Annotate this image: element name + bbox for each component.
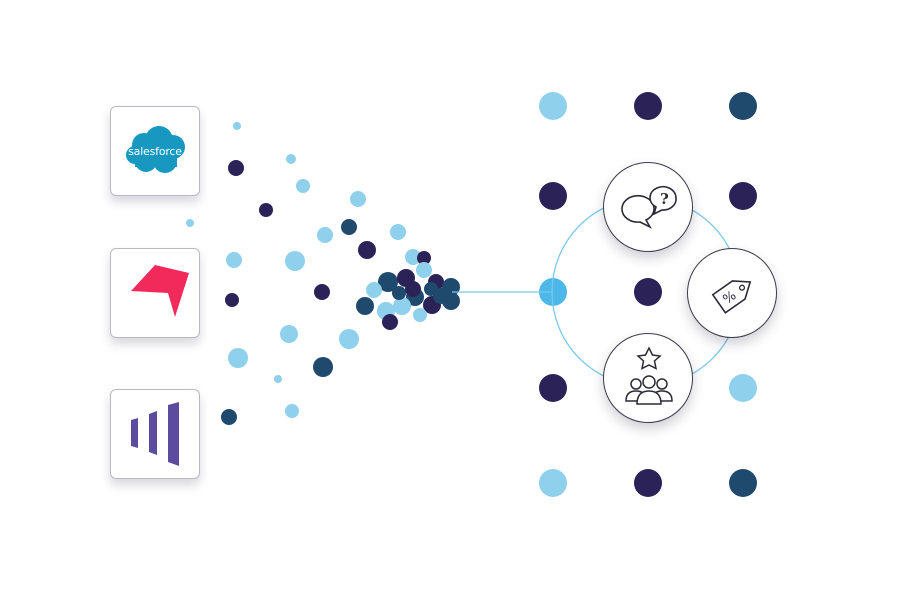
particle-dot xyxy=(729,92,757,120)
particle-dot xyxy=(358,241,376,259)
particle-dot xyxy=(317,227,333,243)
purple-bars-tile[interactable] xyxy=(110,389,200,479)
particle-dot xyxy=(285,404,299,418)
particle-dot xyxy=(186,219,194,227)
chat-question-icon: ? xyxy=(621,185,677,229)
particle-dot xyxy=(390,224,406,240)
salesforce-tile[interactable]: salesforce xyxy=(110,106,200,196)
particle-dot xyxy=(539,374,567,402)
particle-dot xyxy=(539,182,567,210)
salesforce-cloud-icon xyxy=(126,126,185,173)
particle-dot xyxy=(296,179,310,193)
particle-dot xyxy=(226,252,242,268)
particle-dot xyxy=(285,251,305,271)
particle-dot xyxy=(350,191,366,207)
particle-dot xyxy=(259,203,273,217)
particle-dot xyxy=(225,293,239,307)
particle-dot xyxy=(314,284,330,300)
particle-dot xyxy=(416,262,432,278)
particle-dot xyxy=(405,249,421,265)
particle-dot xyxy=(274,375,282,383)
purple-bars-logo-icon xyxy=(131,402,179,466)
people-badge[interactable] xyxy=(603,333,693,423)
particle-dot xyxy=(228,160,244,176)
particle-dot xyxy=(382,314,398,330)
particle-dot xyxy=(413,308,427,322)
particle-dot xyxy=(356,297,374,315)
particle-dot xyxy=(634,278,662,306)
particle-dot xyxy=(433,288,449,304)
particle-dot xyxy=(378,272,398,292)
particle-dot xyxy=(228,348,248,368)
particle-dot xyxy=(339,329,359,349)
particle-dot xyxy=(729,469,757,497)
particle-dot xyxy=(393,297,411,315)
chat-badge[interactable]: ? xyxy=(603,162,693,252)
salesforce-logo-text: salesforce xyxy=(128,145,182,158)
particle-dot xyxy=(313,357,333,377)
particle-dot xyxy=(392,286,406,300)
particle-dot xyxy=(729,182,757,210)
particle-dot xyxy=(417,251,431,265)
particle-dot xyxy=(405,281,421,297)
particle-dot xyxy=(539,469,567,497)
price-tag-icon: % xyxy=(711,280,752,314)
particle-dot xyxy=(221,409,237,425)
people-star-icon xyxy=(625,346,673,405)
particle-dot xyxy=(634,92,662,120)
svg-text:?: ? xyxy=(660,190,669,208)
particle-dot xyxy=(634,469,662,497)
particle-dot xyxy=(539,92,567,120)
tag-badge[interactable]: % xyxy=(687,248,777,338)
particle-dot xyxy=(366,282,382,298)
red-arrow-tile[interactable] xyxy=(110,248,200,338)
particle-dot xyxy=(233,122,241,130)
particle-dot xyxy=(729,374,757,402)
red-arrow-logo-icon xyxy=(131,265,189,317)
particle-dot xyxy=(341,219,357,235)
particle-dot xyxy=(286,154,296,164)
particle-dot xyxy=(280,325,298,343)
